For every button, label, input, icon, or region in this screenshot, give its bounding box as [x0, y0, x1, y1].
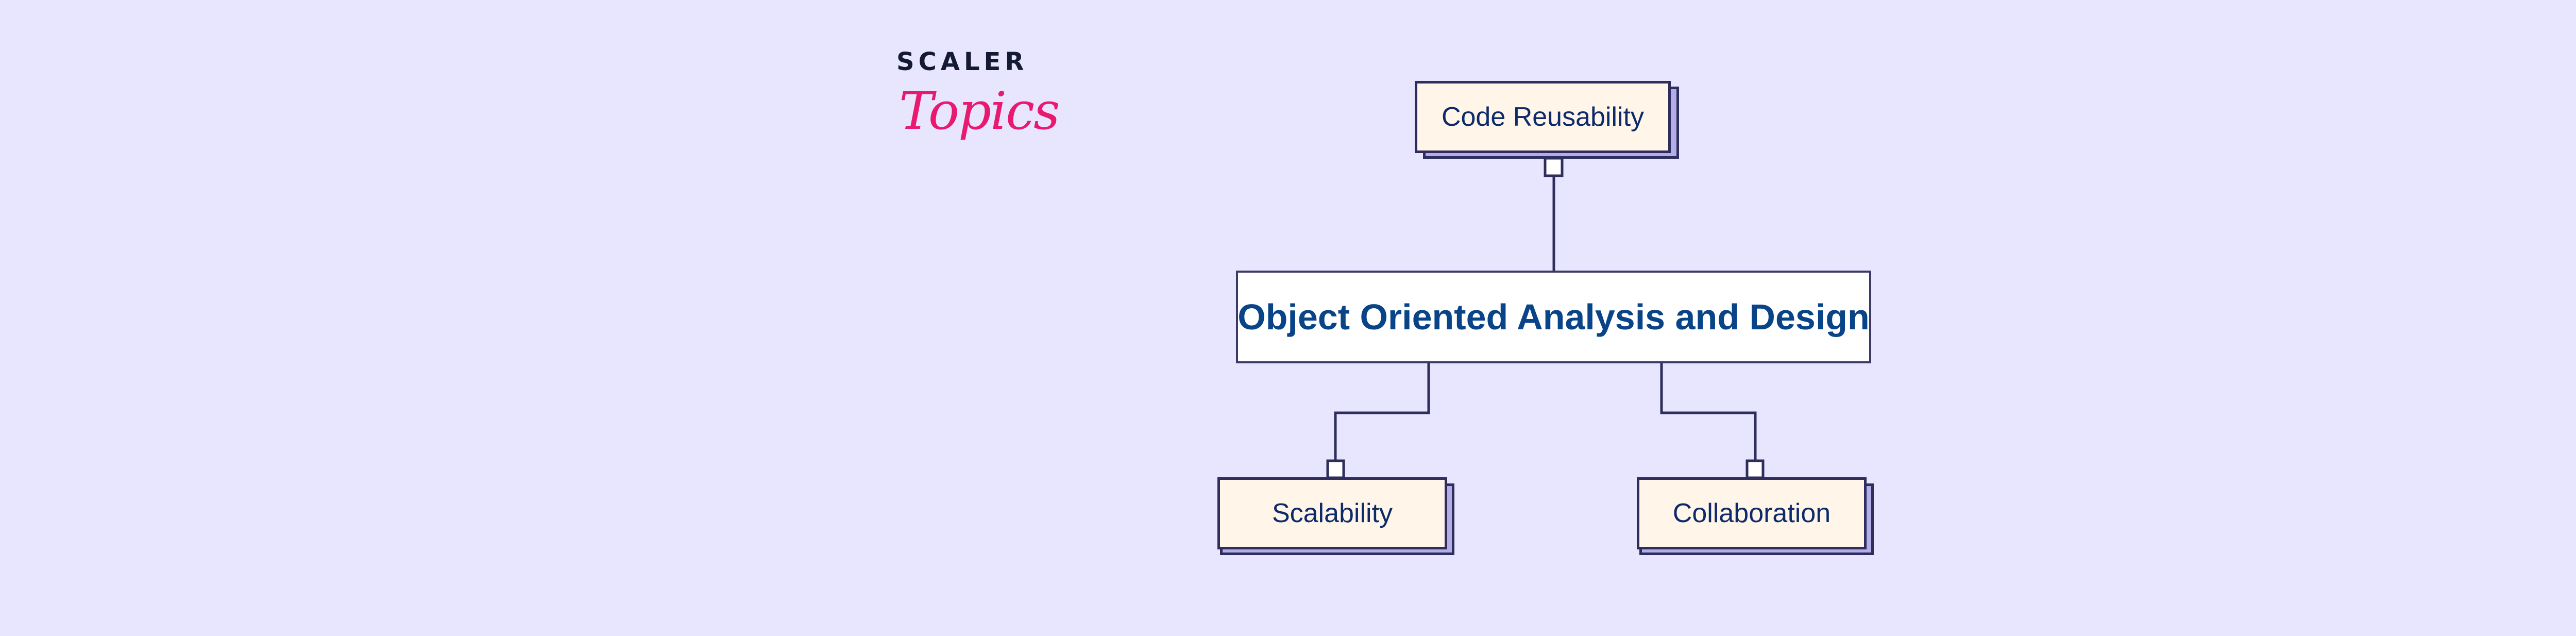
connector-port-top — [1544, 157, 1564, 177]
node-code-reusability: Code Reusability — [1415, 81, 1671, 153]
logo-scaler-text: SCALER — [896, 47, 1028, 76]
connector-port-left — [1326, 459, 1345, 479]
node-label: Scalability — [1272, 498, 1393, 528]
node-collaboration: Collaboration — [1637, 477, 1867, 549]
connector-right — [1660, 363, 1757, 461]
node-scalability: Scalability — [1217, 477, 1447, 549]
central-node-label: Object Oriented Analysis and Design — [1238, 297, 1870, 337]
node-label: Collaboration — [1672, 498, 1831, 528]
node-label: Code Reusability — [1441, 102, 1645, 132]
logo-topics-text: Topics — [899, 81, 1060, 141]
connector-port-right — [1745, 459, 1765, 479]
central-node: Object Oriented Analysis and Design — [1236, 271, 1871, 363]
connector-left — [1334, 363, 1430, 461]
